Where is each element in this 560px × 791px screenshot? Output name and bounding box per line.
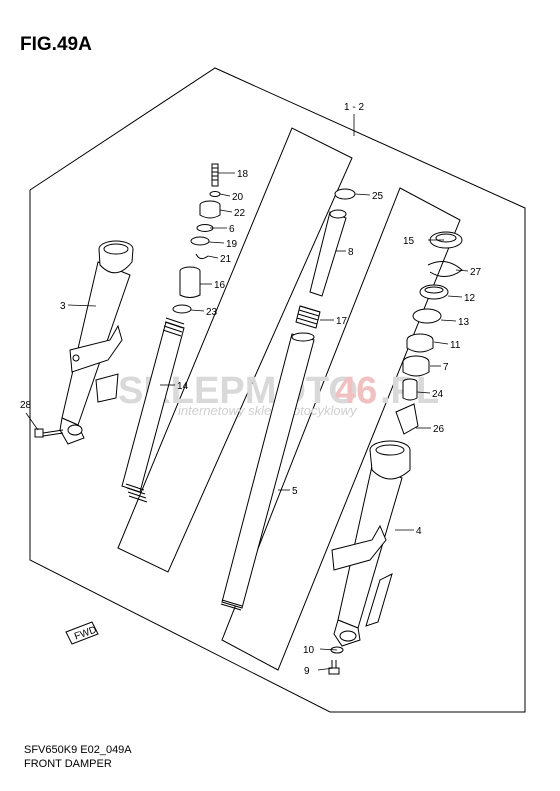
callout-4: 4 xyxy=(416,526,422,537)
washer-19 xyxy=(190,236,210,246)
oil-seal-12 xyxy=(419,284,449,300)
callout-6: 6 xyxy=(229,224,235,235)
callout-23: 23 xyxy=(206,307,218,318)
damper-rod-8 xyxy=(309,209,347,297)
bolt-9 xyxy=(328,660,340,675)
callout-19: 19 xyxy=(226,239,238,250)
callout-16: 16 xyxy=(214,280,226,291)
callout-20: 20 xyxy=(232,192,244,203)
bushing-11 xyxy=(406,333,434,353)
callout-28: 28 xyxy=(20,400,32,411)
spring-14 xyxy=(121,317,185,503)
clip-21 xyxy=(195,253,209,260)
circlip-27 xyxy=(427,260,463,277)
bushing-7 xyxy=(402,355,430,377)
callout-13: 13 xyxy=(458,317,470,328)
callout-1-2: 1 - 2 xyxy=(344,102,364,113)
leader-lines xyxy=(25,114,469,671)
oil-lock-24 xyxy=(402,378,418,401)
arrow-left-icon xyxy=(65,621,99,645)
callout-24: 24 xyxy=(432,389,444,400)
o-ring-20 xyxy=(209,191,221,197)
callout-27: 27 xyxy=(470,267,482,278)
callout-18: 18 xyxy=(237,169,249,180)
inner-panel-right xyxy=(221,187,461,671)
cap-bolt-22 xyxy=(199,200,221,219)
diagram-caption: FRONT DAMPER xyxy=(24,758,112,770)
spring-17 xyxy=(295,305,321,329)
callout-10: 10 xyxy=(303,645,315,656)
callout-22: 22 xyxy=(234,208,246,219)
outer-tube-left xyxy=(59,240,134,445)
watermark-subtitle: internetowy sklep motocyklowy xyxy=(178,403,358,418)
callouts: 1 - 2 3 4 5 6 7 8 9 10 11 12 13 14 15 16… xyxy=(20,102,482,677)
callout-25: 25 xyxy=(372,191,384,202)
assembly-frame xyxy=(29,67,526,713)
callout-21: 21 xyxy=(220,254,232,265)
ring-23 xyxy=(172,304,192,314)
dust-cover-26 xyxy=(395,403,419,435)
figure-title: FIG.49A xyxy=(20,34,92,55)
callout-7: 7 xyxy=(443,362,449,373)
callout-14: 14 xyxy=(177,381,189,392)
inner-tube-5 xyxy=(220,332,315,611)
callout-8: 8 xyxy=(348,247,354,258)
callout-11: 11 xyxy=(450,340,461,351)
callout-15: 15 xyxy=(403,236,415,247)
dust-seal-15 xyxy=(429,231,463,249)
top-bolt-18 xyxy=(211,163,219,187)
inner-panel-left xyxy=(117,127,353,573)
fwd-label: FWD xyxy=(73,625,98,643)
washer-13 xyxy=(412,308,442,324)
callout-3: 3 xyxy=(60,301,66,312)
callout-17: 17 xyxy=(336,316,348,327)
fwd-badge: FWD xyxy=(65,621,99,645)
diagram-code: SFV650K9 E02_049A xyxy=(24,744,132,756)
watermark-text-accent: 46 xyxy=(335,370,377,412)
callout-12: 12 xyxy=(464,293,476,304)
spacer-16 xyxy=(179,266,201,298)
callout-5: 5 xyxy=(292,486,298,497)
outer-tube-right xyxy=(331,440,411,647)
callout-26: 26 xyxy=(433,424,445,435)
bolt-28 xyxy=(34,428,64,438)
bushing-25 xyxy=(334,188,356,200)
callout-9: 9 xyxy=(304,666,310,677)
